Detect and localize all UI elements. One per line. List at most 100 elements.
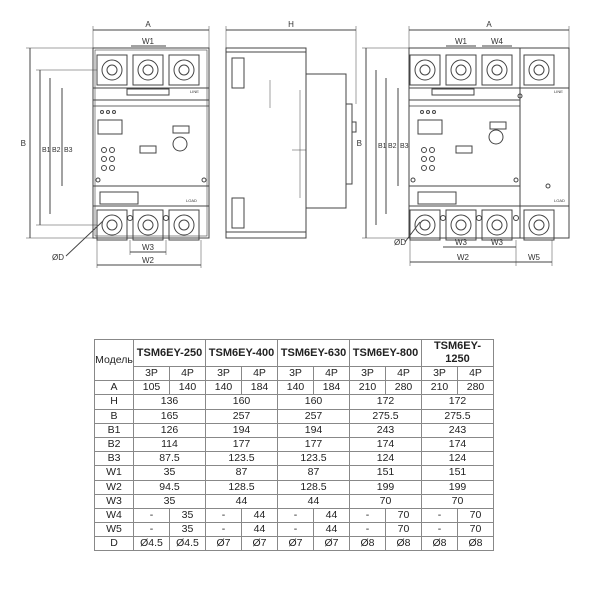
dim-label-W3b-4p: W3 (491, 238, 504, 247)
table-cell: 44 (313, 522, 350, 538)
table-cell: - (133, 507, 170, 524)
table-cell: 194 (205, 422, 278, 438)
model-column-header: Модель (94, 338, 134, 382)
table-cell: 70 (457, 507, 494, 524)
side-view (225, 26, 357, 239)
row-label: B3 (94, 451, 134, 467)
pole-header: 4P (457, 365, 494, 382)
table-cell: 172 (421, 394, 494, 410)
table-cell: 172 (349, 394, 422, 410)
dim-label-B-3p: B (21, 139, 26, 148)
table-cell: Ø4.5 (133, 536, 170, 552)
row-label: W4 (94, 507, 134, 524)
table-cell: 124 (349, 451, 422, 467)
table-cell: 275.5 (421, 408, 494, 424)
table-cell: 165 (133, 408, 206, 424)
row-label: W2 (94, 479, 134, 495)
table-cell: 35 (169, 522, 206, 538)
table-cell: - (205, 522, 242, 538)
table-cell: 35 (133, 493, 206, 509)
dimension-drawing: A W1 B B1 B2 B3 W3 W2 ØD LINE LOAD H A W… (21, 20, 570, 268)
table-cell: 123.5 (277, 451, 350, 467)
table-cell: 177 (277, 436, 350, 453)
table-cell: 94.5 (133, 479, 206, 495)
dim-label-A-3p: A (145, 20, 151, 29)
top-terminals (93, 54, 209, 101)
table-cell: Ø7 (241, 536, 278, 552)
row-label: W5 (94, 522, 134, 538)
dim-label-B2-4p: B2 (388, 143, 397, 150)
table-cell: 199 (349, 479, 422, 495)
table-cell: 140 (277, 380, 314, 396)
table-cell: - (277, 507, 314, 524)
table-cell: 44 (241, 507, 278, 524)
dim-label-W3-3p: W3 (142, 243, 155, 252)
dim-label-W4-4p: W4 (491, 37, 504, 46)
table-cell: - (277, 522, 314, 538)
pole-header: 3P (421, 365, 458, 382)
table-cell: 128.5 (277, 479, 350, 495)
pole-header: 3P (277, 365, 314, 382)
pole-header: 3P (349, 365, 386, 382)
model-header-0: TSM6EY-250 (133, 339, 206, 367)
table-cell: 151 (421, 465, 494, 481)
table-cell: Ø8 (349, 536, 386, 552)
front-view-3p (26, 26, 210, 268)
table-cell: 114 (133, 436, 206, 453)
dim-label-H: H (288, 20, 294, 29)
table-cell: 35 (133, 465, 206, 481)
table-cell: 136 (133, 394, 206, 410)
table-cell: 184 (241, 380, 278, 396)
table-cell: 140 (205, 380, 242, 396)
dim-label-W2-4p: W2 (457, 253, 470, 262)
pole-header: 4P (313, 365, 350, 382)
table-cell: 87 (205, 465, 278, 481)
table-cell: 44 (241, 522, 278, 538)
table-cell: 87 (277, 465, 350, 481)
table-cell: 280 (385, 380, 422, 396)
row-label: D (94, 536, 134, 552)
table-cell: Ø8 (421, 536, 458, 552)
table-cell: Ø8 (457, 536, 494, 552)
table-cell: 257 (205, 408, 278, 424)
dim-label-B1-4p: B1 (378, 143, 387, 150)
table-cell: 160 (205, 394, 278, 410)
table-cell: 243 (349, 422, 422, 438)
table-cell: 210 (421, 380, 458, 396)
pole-header: 4P (385, 365, 422, 382)
table-cell: 44 (205, 493, 278, 509)
table-cell: - (349, 522, 386, 538)
dim-label-D-3p: ØD (52, 253, 64, 262)
terminal-label-line-3p: LINE (190, 89, 199, 94)
dim-label-B1-3p: B1 (42, 147, 51, 154)
bottom-terminals (93, 191, 209, 241)
table-cell: 123.5 (205, 451, 278, 467)
table-cell: 174 (349, 436, 422, 453)
table-cell: 174 (421, 436, 494, 453)
table-cell: 70 (421, 493, 494, 509)
terminal-label-line-4p: LINE (554, 89, 563, 94)
table-cell: 177 (205, 436, 278, 453)
pole-header: 4P (241, 365, 278, 382)
table-row: W5-35-44-44-70-70 (94, 522, 494, 538)
pole-header: 4P (169, 365, 206, 382)
table-cell: - (205, 507, 242, 524)
table-cell: 70 (349, 493, 422, 509)
dim-label-B-4p: B (357, 139, 362, 148)
pole-header: 3P (133, 365, 170, 382)
dim-label-W5-4p: W5 (528, 253, 541, 262)
table-cell: - (349, 507, 386, 524)
table-cell: 70 (385, 522, 422, 538)
table-cell: 105 (133, 380, 170, 396)
table-cell: 70 (457, 522, 494, 538)
table-cell: - (133, 522, 170, 538)
